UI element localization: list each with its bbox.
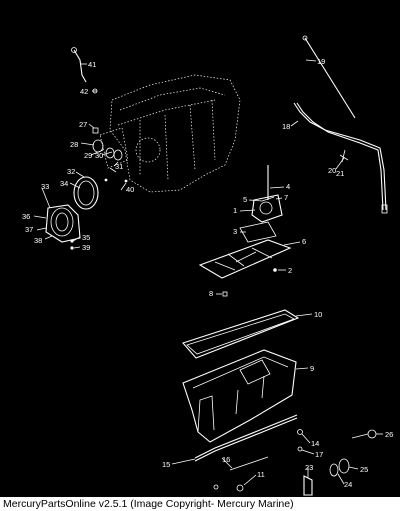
callout-33: 33: [41, 182, 49, 191]
callout-27: 27: [79, 120, 87, 129]
callout-38: 38: [34, 236, 42, 245]
callout-25: 25: [360, 465, 368, 474]
dipstick: [302, 35, 356, 119]
callout-15: 15: [162, 460, 170, 469]
callout-31: 31: [115, 162, 123, 171]
callout-7: 7: [284, 193, 288, 202]
callout-41: 41: [88, 60, 96, 69]
callout-30: 30: [95, 151, 103, 160]
callout-32: 32: [67, 167, 75, 176]
callout-2: 2: [288, 266, 292, 275]
callout-17: 17: [315, 450, 323, 459]
callout-29: 29: [84, 151, 92, 160]
callout-18: 18: [282, 122, 290, 131]
callout-23: 23: [305, 463, 313, 472]
leader-lines: [33, 59, 383, 486]
callout-36: 36: [22, 212, 30, 221]
callout-10: 10: [314, 310, 322, 319]
callout-24: 24: [344, 480, 352, 489]
rear-seal-housing: [45, 176, 128, 250]
callout-21: 21: [336, 169, 344, 178]
callout-40: 40: [126, 185, 134, 194]
oil-pan: [182, 349, 297, 443]
callout-37: 37: [25, 225, 33, 234]
callout-11: 11: [257, 470, 265, 479]
callout-16: 16: [222, 455, 230, 464]
callout-5: 5: [243, 195, 247, 204]
drain-plug: [303, 429, 377, 496]
callout-9: 9: [310, 364, 314, 373]
callout-14: 14: [311, 439, 319, 448]
callout-3: 3: [233, 227, 237, 236]
exploded-parts-diagram: 41 42 19 18 27 28 29 30 31 32 33 34 36 3…: [22, 35, 393, 496]
windage-tray: [198, 239, 292, 297]
callout-8: 8: [209, 289, 213, 298]
callout-1: 1: [233, 206, 237, 215]
callout-6: 6: [302, 237, 306, 246]
callout-labels: 41 42 19 18 27 28 29 30 31 32 33 34 36 3…: [22, 57, 393, 489]
copyright-footer: MercuryPartsOnline v2.5.1 (Image Copyrig…: [0, 497, 400, 511]
callout-26: 26: [385, 430, 393, 439]
engine-block: [99, 74, 241, 193]
pan-rail-parts: [194, 414, 303, 492]
callout-42: 42: [80, 87, 88, 96]
oil-pump: [239, 165, 283, 243]
callout-4: 4: [286, 182, 290, 191]
oil-pan-gasket: [182, 309, 300, 359]
callout-35: 35: [82, 233, 90, 242]
callout-28: 28: [70, 140, 78, 149]
callout-39: 39: [82, 243, 90, 252]
dipstick-tube: [293, 102, 388, 214]
callout-20: 20: [328, 166, 336, 175]
callout-19: 19: [317, 57, 325, 66]
callout-34: 34: [60, 179, 68, 188]
